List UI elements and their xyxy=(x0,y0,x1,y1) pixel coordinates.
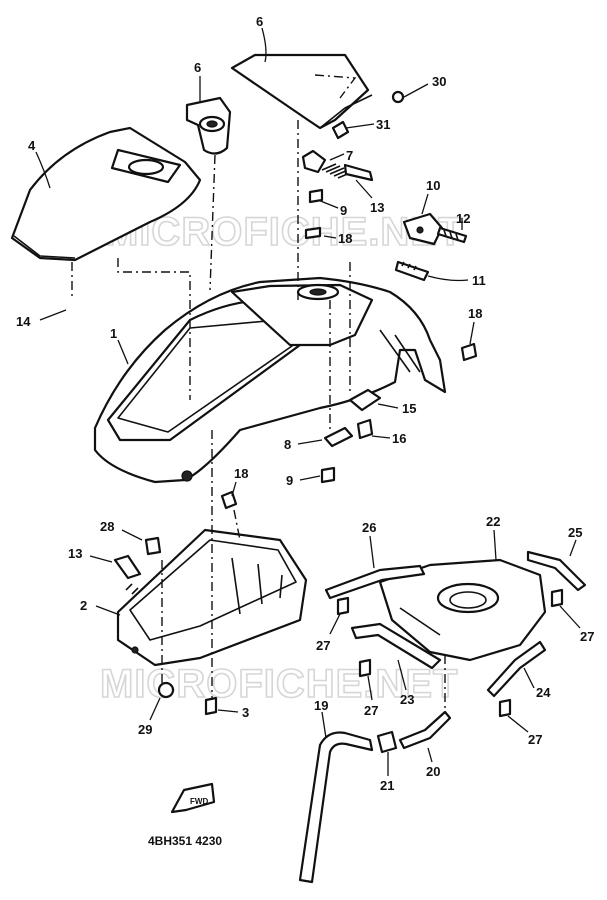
assembly-lines xyxy=(71,120,446,712)
hoses xyxy=(298,710,452,884)
callout-7: 7 xyxy=(346,148,353,163)
callout-26: 26 xyxy=(362,520,376,535)
part-6-top-panel xyxy=(230,53,373,130)
callout-28: 30 xyxy=(432,74,446,89)
hardware-mid xyxy=(320,388,382,484)
callout-3: 3 xyxy=(242,705,249,720)
callout-6-panel: 6 xyxy=(256,14,263,29)
callout-18-right: 18 xyxy=(468,306,482,321)
callout-11: 11 xyxy=(472,273,486,288)
drawing-code: 4BH351 4230 xyxy=(148,834,222,848)
callout-23: 23 xyxy=(400,692,414,707)
callout-14: 14 xyxy=(16,314,31,329)
hardware-lower-right xyxy=(336,588,564,718)
callout-8: 8 xyxy=(284,437,291,452)
callout-12: 12 xyxy=(456,211,470,226)
callout-16: 15 xyxy=(402,401,416,416)
part-2-lower-tray xyxy=(116,528,308,667)
callout-27-b: 27 xyxy=(364,703,378,718)
callout-2: 2 xyxy=(80,598,87,613)
callout-20: 20 xyxy=(426,764,440,779)
callout-25: 25 xyxy=(568,525,582,540)
callouts: 4 6 6 30 31 7 13 9 10 12 11 18 14 1 18 1… xyxy=(16,14,594,793)
callout-30: 29 xyxy=(138,722,152,737)
callout-27-d: 27 xyxy=(528,732,542,747)
hardware-upper xyxy=(301,90,478,362)
callout-13: 13 xyxy=(68,546,82,561)
callout-24: 24 xyxy=(536,685,551,700)
part-6-latch xyxy=(185,96,232,155)
callout-4: 4 xyxy=(28,138,36,153)
callout-29: 28 xyxy=(100,519,114,534)
leader-lines xyxy=(35,27,581,776)
callout-1: 1 xyxy=(110,326,117,341)
part-4-top-cover xyxy=(10,126,202,262)
callout-17: 16 xyxy=(392,431,406,446)
direction-badge-text: FWD xyxy=(190,797,208,806)
part-1-main-housing xyxy=(93,276,447,484)
callout-27-a: 27 xyxy=(316,638,330,653)
callout-19: 19 xyxy=(314,698,328,713)
callout-6-latch: 6 xyxy=(194,60,201,75)
watermark-top: MICROFICHE.NET xyxy=(105,210,463,254)
callout-27-c: 27 xyxy=(580,629,594,644)
callout-22: 22 xyxy=(486,514,500,529)
callout-21: 21 xyxy=(380,778,394,793)
callout-18-lower: 18 xyxy=(234,466,248,481)
callout-9-upper: 9 xyxy=(340,203,347,218)
callout-10: 10 xyxy=(426,178,440,193)
callout-9-lower: 9 xyxy=(286,473,293,488)
callout-15: 13 xyxy=(370,200,384,215)
callout-31: 31 xyxy=(376,117,390,132)
direction-badge: FWD xyxy=(170,782,216,814)
callout-18-upper: 18 xyxy=(338,231,352,246)
part-22-tank-assembly xyxy=(324,550,587,698)
